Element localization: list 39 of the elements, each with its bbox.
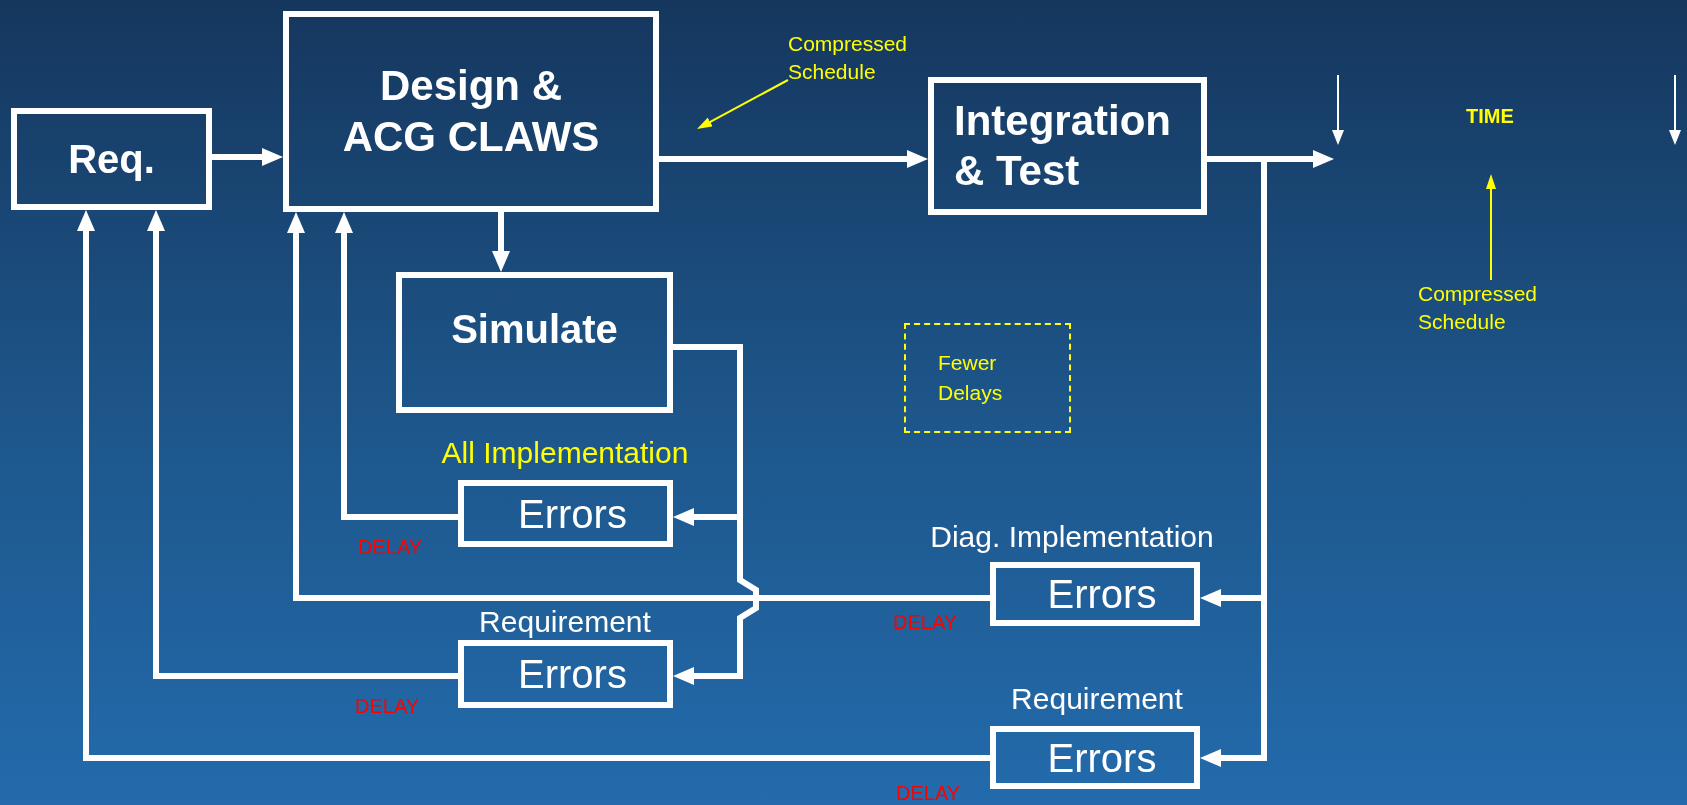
process-box bbox=[11, 108, 212, 210]
flow-arrow bbox=[77, 210, 990, 761]
axis-label: TIME bbox=[1466, 104, 1514, 129]
error-box bbox=[458, 480, 673, 547]
node-label: Compressed Schedule bbox=[788, 32, 908, 83]
box-heading: Requirement bbox=[1011, 681, 1183, 717]
node-label: Design & ACG CLAWS bbox=[341, 61, 601, 162]
node-label: Integration & Test bbox=[954, 95, 1172, 196]
error-box bbox=[458, 640, 673, 708]
delay-label: DELAY bbox=[358, 535, 423, 560]
error-box bbox=[990, 726, 1200, 789]
node-label: Simulate bbox=[451, 306, 618, 353]
node-label: Req. bbox=[68, 136, 155, 183]
flow-arrow bbox=[147, 210, 458, 679]
box-heading: Diag. Implementation bbox=[930, 519, 1214, 555]
node-label: Compressed Schedule bbox=[1418, 282, 1538, 333]
flow-arrow bbox=[335, 212, 458, 520]
flow-arrow bbox=[673, 344, 759, 685]
flow-arrow bbox=[492, 212, 510, 272]
leader-arrow bbox=[697, 79, 789, 129]
process-box bbox=[283, 11, 659, 212]
process-box bbox=[396, 272, 673, 413]
flow-arrow bbox=[287, 212, 990, 601]
node-label: Fewer Delays bbox=[938, 349, 1004, 406]
flow-arrow bbox=[212, 148, 283, 166]
box-heading: Requirement bbox=[479, 604, 651, 640]
node-label: Errors bbox=[1047, 571, 1157, 618]
note-box bbox=[904, 323, 1071, 433]
box-heading: All Implementation bbox=[441, 435, 689, 471]
process-box bbox=[928, 77, 1207, 215]
node-label: Errors bbox=[518, 490, 627, 538]
delay-label: DELAY bbox=[896, 781, 961, 805]
leader-arrow bbox=[1486, 174, 1496, 281]
flow-arrow bbox=[659, 150, 928, 168]
delay-label: DELAY bbox=[893, 610, 958, 635]
error-box bbox=[990, 562, 1200, 626]
delay-label: DELAY bbox=[355, 694, 420, 719]
node-label: Errors bbox=[1047, 734, 1157, 782]
node-label: Errors bbox=[518, 651, 627, 698]
